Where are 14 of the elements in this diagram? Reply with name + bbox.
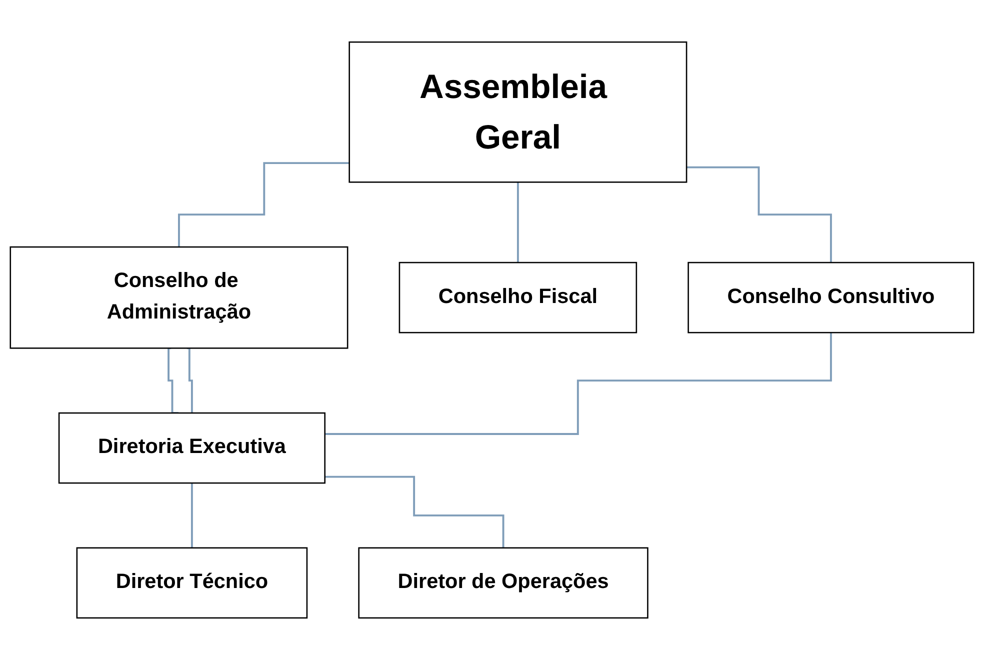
connector	[178, 162, 350, 248]
node-box: Assembleia Geral	[348, 41, 688, 183]
node-box: Diretor de Operações	[358, 547, 648, 619]
connector	[186, 347, 193, 414]
connector	[686, 166, 832, 264]
node-box: Conselho de Administração	[10, 246, 348, 349]
node-box: Diretoria Executiva	[58, 412, 326, 484]
connector	[324, 476, 504, 549]
connector	[190, 482, 193, 549]
connector	[516, 181, 519, 264]
node-box: Conselho Fiscal	[398, 262, 638, 334]
node-box: Diretor Técnico	[76, 547, 308, 619]
node-box: Conselho Consultivo	[688, 262, 974, 334]
connector	[324, 332, 832, 435]
